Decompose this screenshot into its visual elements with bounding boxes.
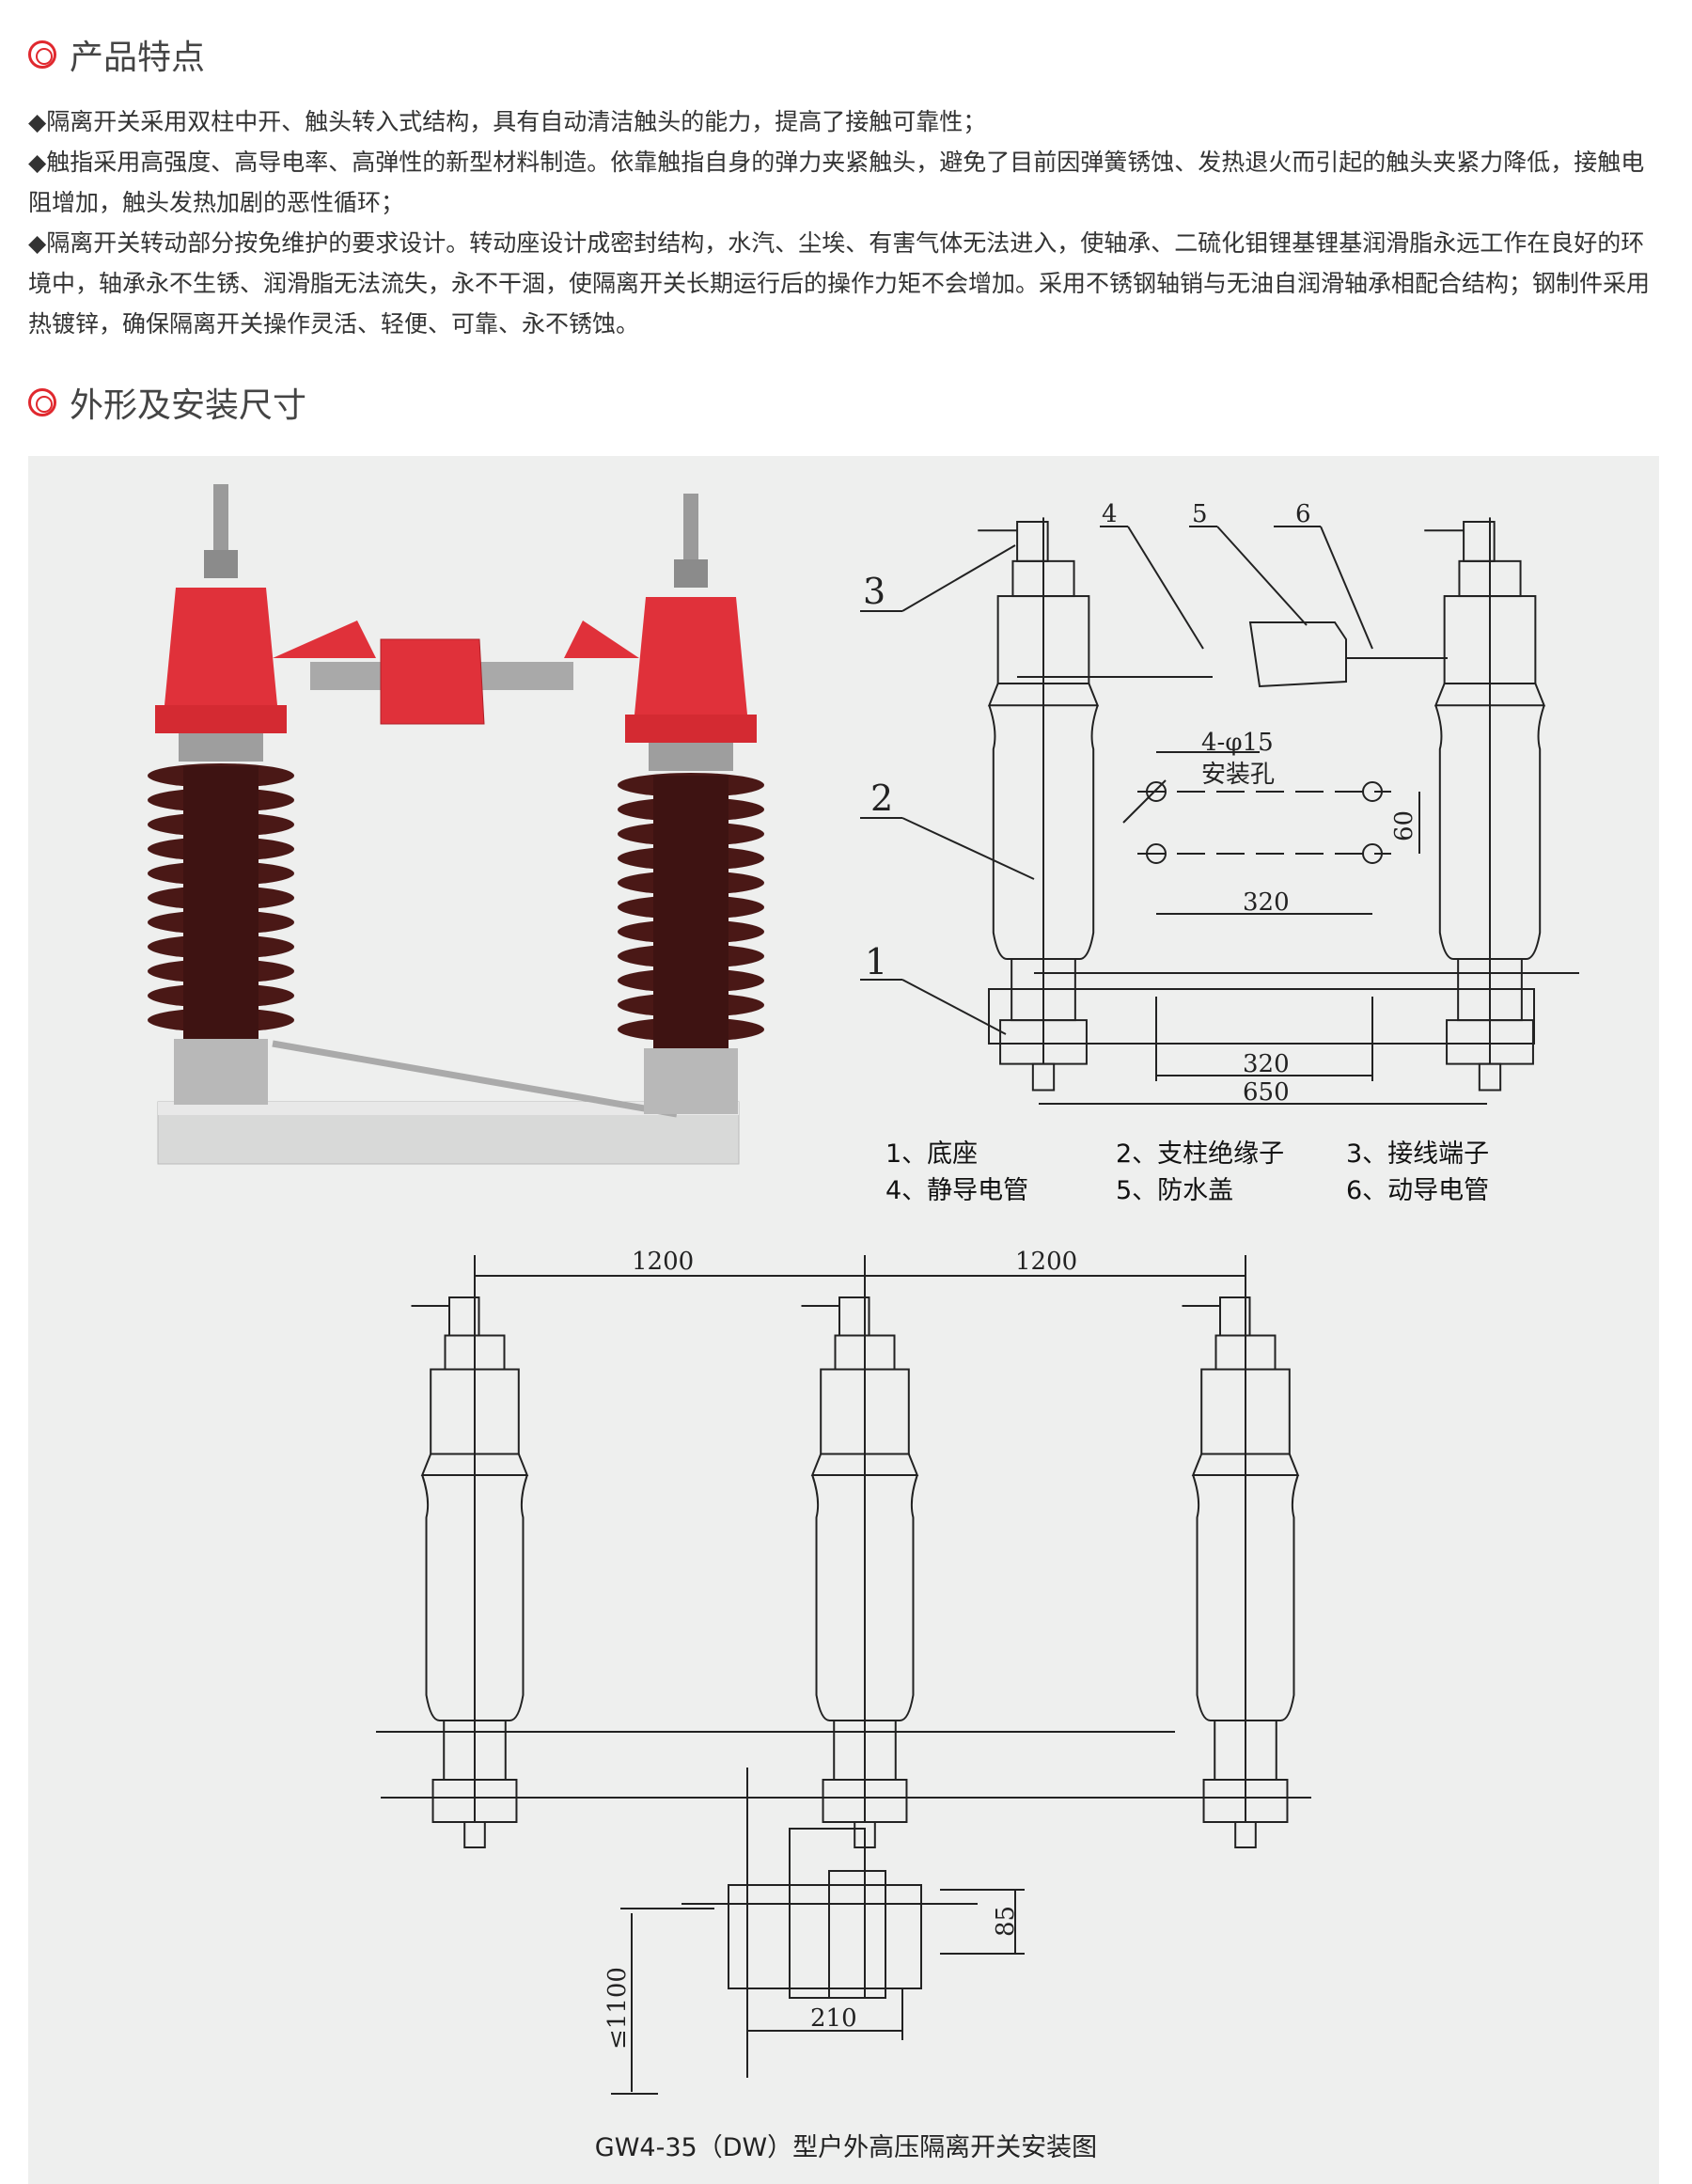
section-heading-dimensions: 外形及安装尺寸 [28, 378, 306, 427]
figure-caption: GW4-35（DW）型户外高压隔离开关安装图 [594, 2133, 1098, 2162]
dim-1200-left: 1200 [632, 1248, 694, 1276]
dim-1200-right: 1200 [1015, 1248, 1077, 1276]
bearing-base [644, 1048, 738, 1114]
flange [420, 1453, 529, 1476]
callout-1: 1 [865, 941, 887, 982]
dim-210: 210 [810, 2004, 857, 2033]
dim-320-top: 320 [1243, 888, 1290, 917]
bolt [1478, 1062, 1502, 1092]
callout-4: 4 [1102, 500, 1118, 528]
figure-panel [28, 456, 1659, 2184]
insulator-core [653, 776, 728, 1048]
feature-item: ◆隔离开关转动部分按免维护的要求设计。转动座设计成密封结构，水汽、尘埃、有害气体… [28, 229, 1651, 338]
features-list: ◆隔离开关采用双柱中开、触头转入式结构，具有自动清洁触头的能力，提高了接触可靠性… [28, 102, 1664, 344]
photo-waterproof-cap [380, 638, 485, 725]
terminal-stem [213, 484, 228, 550]
photo-base-top [158, 1102, 739, 1115]
legend-item: 4、静导电管 [885, 1176, 1029, 1205]
red-rotating-head [164, 588, 277, 705]
three-pole-installation-diagram [376, 1255, 1311, 2095]
bolt [1234, 1821, 1257, 1848]
callout-3: 3 [863, 571, 885, 612]
product-photo [148, 484, 764, 1165]
legend-item: 2、支柱绝缘子 [1116, 1139, 1285, 1169]
callout-2: 2 [870, 778, 893, 819]
dim-320-bottom: 320 [1243, 1050, 1290, 1078]
bolt [463, 1821, 486, 1848]
bolt [1031, 1062, 1056, 1092]
metal-cap [649, 743, 733, 771]
metal-cap [179, 733, 263, 762]
parts-legend: 1、底座 2、支柱绝缘子 3、接线端子 4、静导电管 5、防水盖 6、动导电管 [885, 1133, 1489, 1206]
holes-text: 安装孔 [1201, 761, 1275, 789]
photo-linkage-rod [272, 1040, 678, 1118]
red-flange [155, 705, 287, 733]
legend-item: 5、防水盖 [1116, 1176, 1234, 1205]
insulator-core [183, 766, 258, 1039]
legend-item: 3、接线端子 [1346, 1139, 1490, 1169]
section-title: 外形及安装尺寸 [70, 386, 307, 425]
callout-5: 5 [1192, 500, 1208, 528]
flange [810, 1453, 919, 1476]
double-circle-icon [28, 40, 56, 69]
callout-6: 6 [1295, 500, 1311, 528]
flange [1191, 1453, 1300, 1476]
dim-650: 650 [1243, 1078, 1290, 1107]
feature-item: ◆隔离开关采用双柱中开、触头转入式结构，具有自动清洁触头的能力，提高了接触可靠性… [28, 108, 987, 135]
legend-item: 6、动导电管 [1346, 1176, 1490, 1205]
operating-mechanism [728, 1884, 922, 1989]
terminal-neck [204, 550, 238, 578]
flange [1434, 683, 1546, 707]
feature-item: ◆触指采用高强度、高导电率、高弹性的新型材料制造。依靠触指自身的弹力夹紧触头，避… [28, 149, 1645, 216]
terminal-stem [683, 494, 698, 559]
flange [987, 683, 1100, 707]
dim-60: 60 [1390, 810, 1418, 841]
terminal-neck [674, 559, 708, 588]
bolt [854, 1821, 876, 1848]
diagram2-labels: 1200 1200 210 85 ≤1100 [603, 1248, 1077, 2050]
red-arm-left [273, 621, 376, 658]
waterproof-cover [1248, 621, 1347, 688]
bearing-base [174, 1039, 268, 1105]
base-channel [988, 988, 1535, 1045]
outline-diagram [860, 517, 1579, 1105]
red-arm-right [564, 621, 639, 658]
double-circle-icon [28, 388, 56, 416]
section-title: 产品特点 [70, 39, 206, 77]
section-heading-features: 产品特点 [28, 30, 205, 79]
red-flange [625, 715, 757, 743]
dim-85: 85 [992, 1906, 1020, 1937]
red-rotating-head [634, 597, 747, 715]
holes-label: 4-φ15 [1201, 729, 1274, 757]
dim-1100: ≤1100 [603, 1967, 632, 2050]
diagram1-labels: 3 2 1 4 5 6 4-φ15 安装孔 320 320 650 60 [863, 500, 1418, 1107]
legend-item: 1、底座 [885, 1139, 979, 1169]
